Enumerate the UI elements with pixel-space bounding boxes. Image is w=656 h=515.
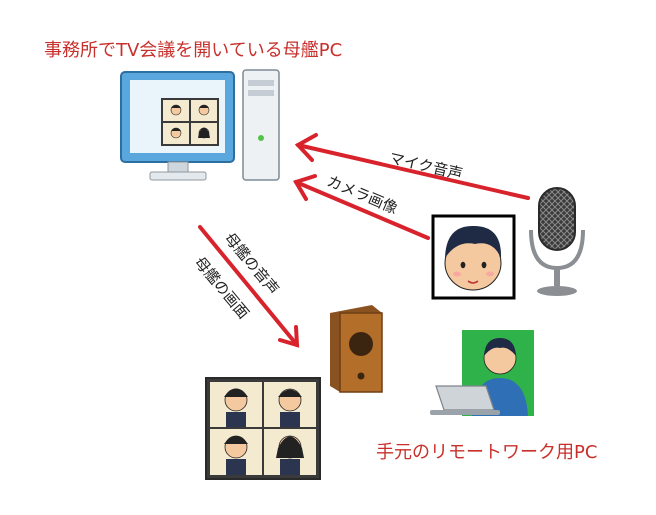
remote-worker-laptop-icon [430, 330, 534, 416]
mothership-screen-icon [205, 377, 321, 480]
mothership-pc-caption: 事務所でTV会議を開いている母艦PC [44, 40, 343, 61]
arrow-camera-image [293, 174, 430, 240]
pc-tower-icon [242, 69, 280, 181]
arrow-mothership-output [198, 225, 300, 348]
mothership-monitor-icon [120, 71, 235, 181]
remote-work-pc-caption: 手元のリモートワーク用PC [376, 442, 598, 463]
speaker-icon [330, 305, 383, 393]
microphone-icon [529, 187, 585, 296]
remote-worker-face-frame [431, 214, 516, 300]
arrow-mic-audio [294, 133, 530, 200]
